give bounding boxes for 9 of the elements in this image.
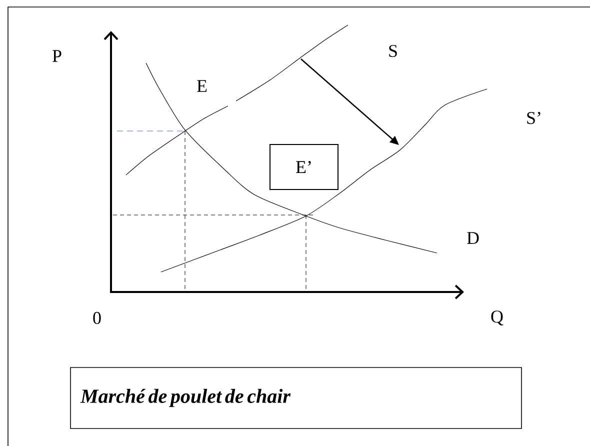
caption-box: Marché de poulet de chair xyxy=(70,367,522,429)
axis-label: Q xyxy=(491,310,504,326)
curve-label: S xyxy=(389,44,397,58)
curve-label: D xyxy=(467,232,479,244)
axis-label: 0 xyxy=(93,312,101,324)
axis-label: P xyxy=(52,50,62,62)
curve-label: S’ xyxy=(527,112,540,124)
point-label: E xyxy=(197,80,207,92)
equilibrium-box: E’ xyxy=(270,144,338,190)
